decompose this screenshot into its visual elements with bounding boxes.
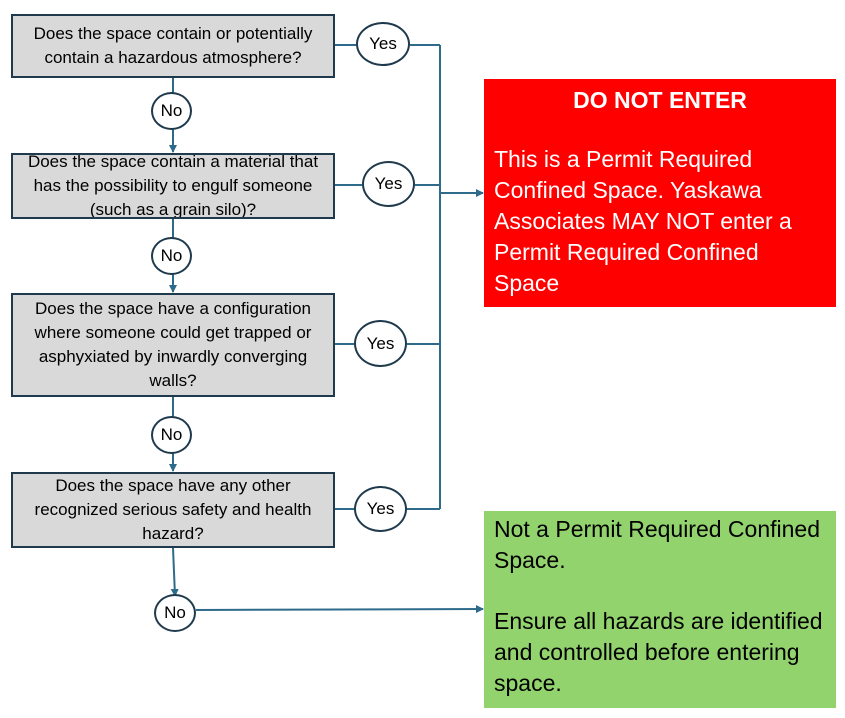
question-box-2: Does the space contain a material that h… (11, 153, 335, 219)
question-text-2: Does the space contain a material that h… (27, 153, 319, 219)
yes-circle-1: Yes (356, 22, 410, 66)
do-not-enter-title: DO NOT ENTER (573, 87, 747, 113)
question-text-3: Does the space have a configuration wher… (34, 299, 312, 390)
yes-circle-4: Yes (354, 486, 407, 532)
question-text-1: Does the space contain or potentially co… (33, 24, 313, 67)
question-box-4: Does the space have any other recognized… (11, 472, 335, 548)
no-circle-4: No (154, 594, 196, 632)
no-arrow (195, 605, 484, 614)
no-circle-2: No (151, 237, 192, 275)
question-box-1: Does the space contain or potentially co… (11, 14, 335, 78)
no-connector-4 (170, 547, 179, 597)
yes-circle-3: Yes (354, 320, 407, 367)
permit-required-text: This is a Permit Required Confined Space… (494, 146, 792, 296)
ensure-hazards-text: Ensure all hazards are identified and co… (494, 608, 823, 696)
do-not-enter-box: DO NOT ENTER This is a Permit Required C… (484, 79, 836, 307)
question-text-4: Does the space have any other recognized… (34, 476, 312, 543)
no-circle-1: No (151, 92, 192, 130)
yes-circle-2: Yes (362, 161, 415, 207)
not-permit-required-box: Not a Permit Required Confined Space. En… (484, 511, 836, 708)
not-permit-required-text: Not a Permit Required Confined Space. (494, 516, 820, 573)
no-circle-3: No (151, 416, 192, 454)
question-box-3: Does the space have a configuration wher… (11, 293, 335, 397)
